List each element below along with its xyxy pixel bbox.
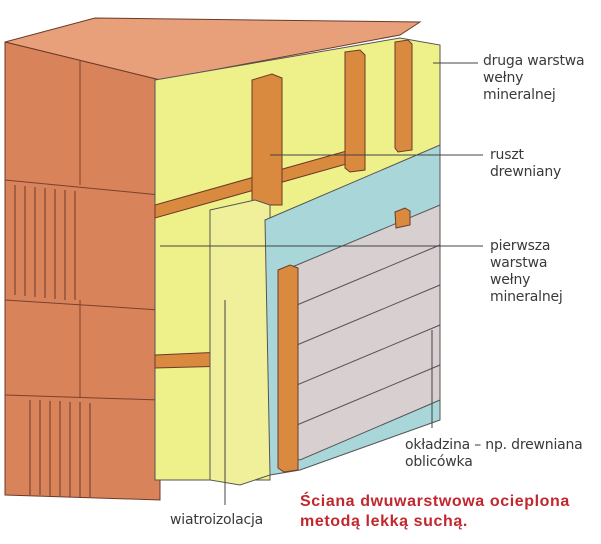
label-line: pierwsza [490,238,551,254]
label-line: drewniany [490,164,562,180]
caption-line: Ściana dwuwarstwowa ocieplona [300,493,570,510]
label-first-wool-layer: pierwsza warstwa wełny mineralnej [490,238,563,306]
label-wind-barrier: wiatroizolacja [170,512,263,529]
label-cladding: okładzina – np. drewniana oblicówka [405,437,583,471]
label-line: mineralnej [490,289,563,305]
caption-line: metodą lekką suchą. [300,513,468,530]
brick-hollows [14,185,91,497]
label-line: druga warstwa [483,53,585,69]
label-timber-frame: ruszt drewniany [490,147,561,181]
label-line: wiatroizolacja [170,512,264,528]
label-line: wełny [483,70,524,86]
label-line: oblicówka [405,454,473,470]
label-second-wool-layer: druga warstwa wełny mineralnej [483,53,585,104]
cladding-boards [284,204,441,461]
brick-wall [4,41,161,501]
first-wool-layer [209,199,271,486]
label-line: wełny [490,272,531,288]
label-line: mineralnej [483,87,556,103]
timber-batten-vertical [251,73,283,206]
timber-batten-vertical [394,39,413,153]
label-line: warstwa [490,255,548,271]
brick-joints [4,60,161,401]
timber-batten-vertical [344,49,366,173]
leader-lines [160,62,483,505]
label-line: okładzina – np. drewniana [405,437,583,453]
caption: Ściana dwuwarstwowa ocieplona metodą lek… [300,492,570,532]
timber-batten-vertical [277,264,299,473]
label-line: ruszt [490,147,524,163]
timber-batten-vertical [394,207,411,229]
